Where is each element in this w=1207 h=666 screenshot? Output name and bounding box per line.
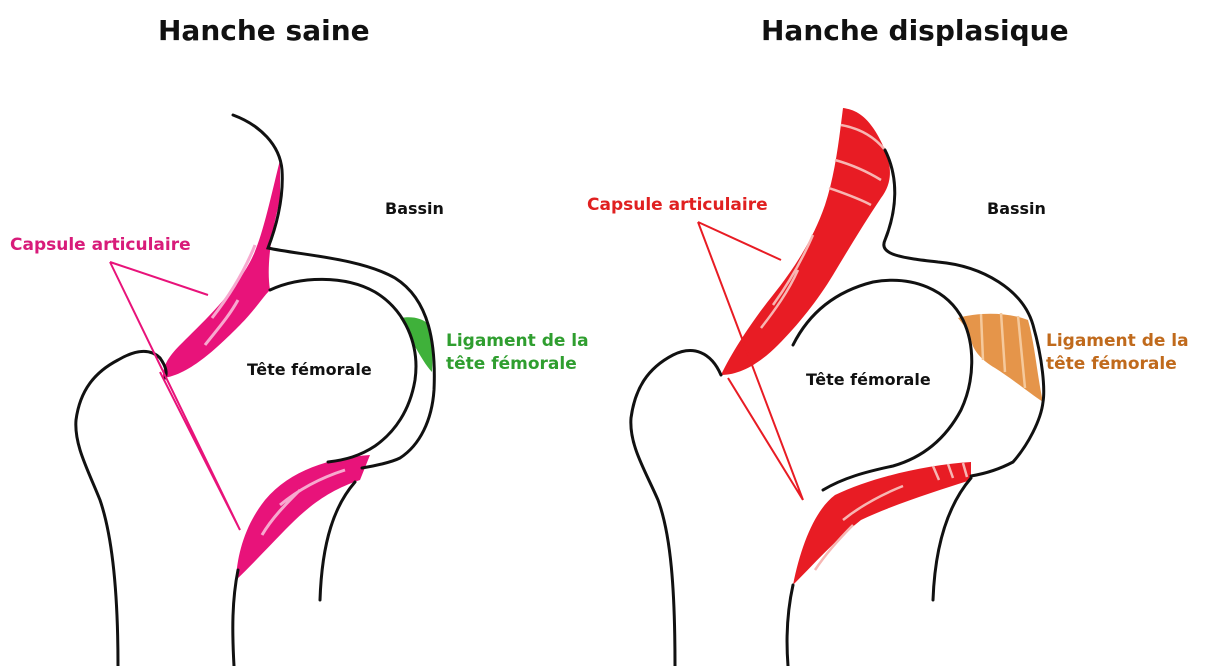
ligament-label-line1: Ligament de la: [1046, 330, 1189, 353]
ligament-label-line2: tête fémorale: [1046, 353, 1189, 376]
capsule-upper: [721, 108, 890, 375]
femur-shaft-inner: [787, 585, 793, 666]
capsule-lower: [236, 455, 370, 580]
pelvis-label: Bassin: [385, 197, 444, 220]
femoral-head-label: Tête fémorale: [247, 358, 372, 381]
lesser-trochanter: [933, 478, 971, 600]
ligament-label: Ligament de la tête fémorale: [1046, 330, 1189, 376]
ligament-label: Ligament de la tête fémorale: [446, 330, 589, 376]
femur-outline: [631, 351, 721, 666]
healthy-hip-panel: Hanche saine Capsule articulaire Bassin …: [0, 0, 603, 666]
capsule-label: Capsule articulaire: [587, 194, 768, 217]
pelvis-label: Bassin: [987, 197, 1046, 220]
ligament-label-line1: Ligament de la: [446, 330, 589, 353]
femoral-head-label: Tête fémorale: [806, 368, 931, 391]
femur-outline: [76, 351, 160, 666]
capsule-pointer: [110, 262, 240, 530]
capsule-label: Capsule articulaire: [10, 234, 191, 257]
femur-shaft-inner: [233, 570, 238, 666]
lesser-trochanter: [320, 482, 355, 600]
capsule-upper: [163, 160, 280, 378]
ligament-label-line2: tête fémorale: [446, 353, 589, 376]
dysplastic-hip-panel: Hanche displasique Capsule articulaire B…: [603, 0, 1206, 666]
